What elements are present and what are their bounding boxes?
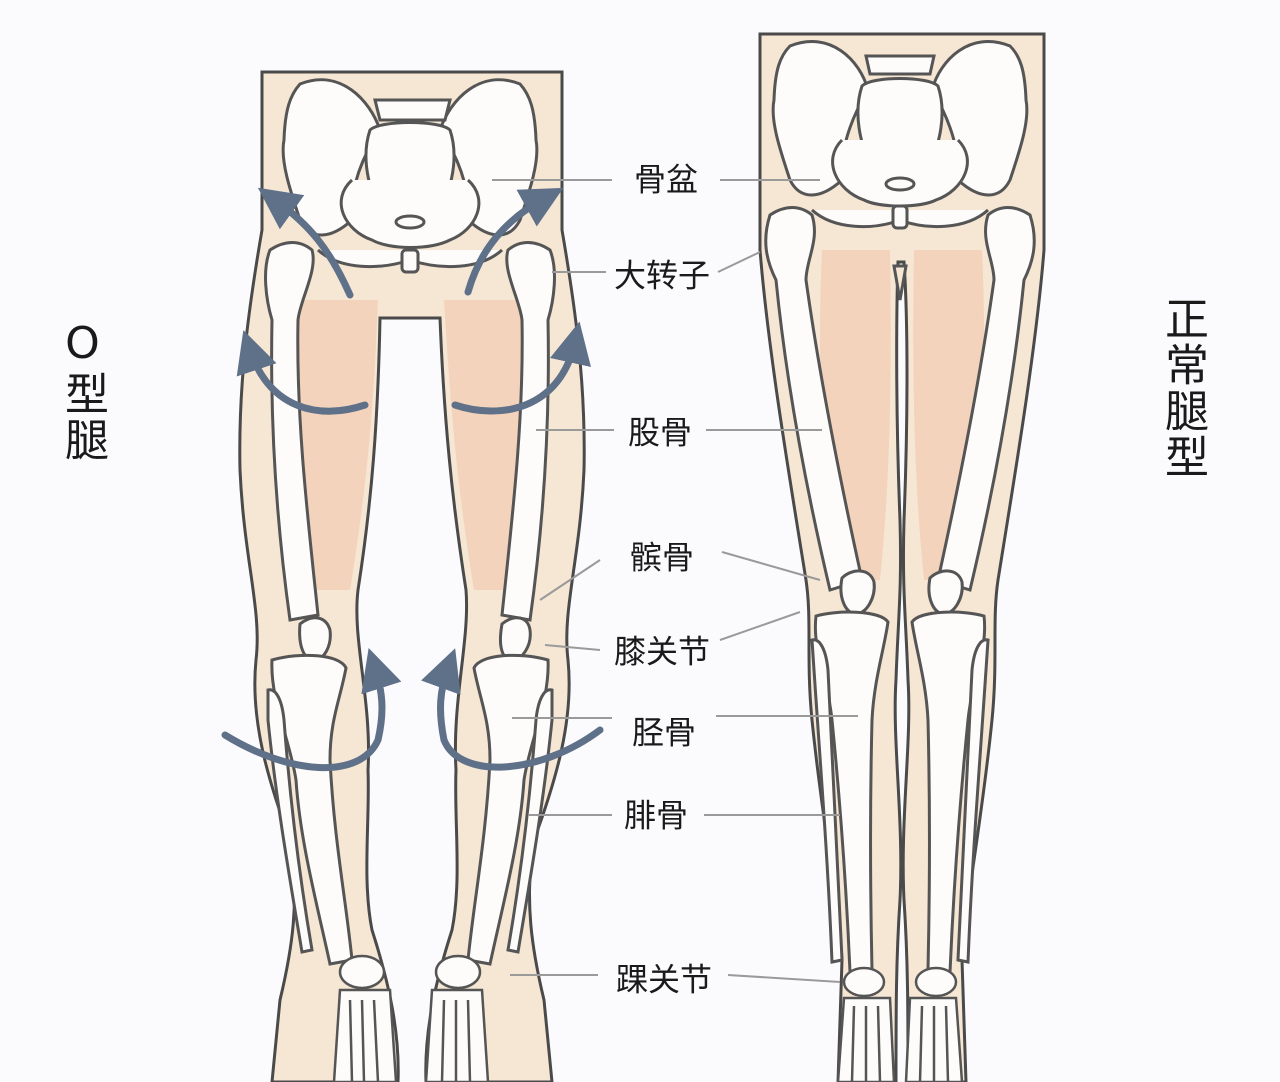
- shin-arrow-right-icon: [421, 648, 604, 771]
- thigh-arrow-left-icon: [236, 330, 369, 415]
- o-leg-femurs: [264, 241, 556, 622]
- o-leg-figure: [221, 70, 604, 1082]
- normal-leg-shin-bones: [810, 610, 990, 974]
- shin-arrow-left-icon: [221, 647, 402, 771]
- normal-leg-femurs: [764, 206, 1036, 592]
- hip-arrow-left-icon: [257, 187, 354, 299]
- normal-leg-feet: [836, 966, 964, 1082]
- label-pelvis: 骨盆: [627, 162, 705, 198]
- normal-leg-figure: [758, 32, 1046, 1082]
- o-leg-feet: [332, 954, 490, 1082]
- normal-leg-patellae: [839, 569, 964, 616]
- o-leg-left-thigh-muscle: [298, 300, 378, 590]
- o-leg-right-thigh-muscle: [444, 300, 526, 590]
- label-tibia: 胫骨: [625, 715, 703, 751]
- normal-leg-pelvis: [771, 40, 1029, 301]
- label-femur: 股骨: [621, 415, 699, 451]
- o-leg-pelvis: [281, 78, 539, 274]
- label-ankle-joint: 踝关节: [609, 962, 719, 998]
- normal-leg-title: 正常腿型: [1157, 296, 1208, 480]
- thigh-arrow-right-icon: [451, 321, 591, 415]
- rotation-arrows: [221, 187, 604, 771]
- label-knee-joint: 膝关节: [607, 634, 717, 670]
- o-leg-patellae: [298, 616, 532, 662]
- o-leg-shin-bones: [266, 653, 554, 966]
- hip-arrow-right-icon: [464, 187, 564, 296]
- label-fibula: 腓骨: [617, 798, 695, 834]
- leader-lines: [492, 179, 858, 983]
- label-greater-trochanter: 大转子: [607, 258, 717, 294]
- o-leg-title: O型腿: [57, 318, 108, 463]
- label-patella: 髌骨: [623, 540, 701, 576]
